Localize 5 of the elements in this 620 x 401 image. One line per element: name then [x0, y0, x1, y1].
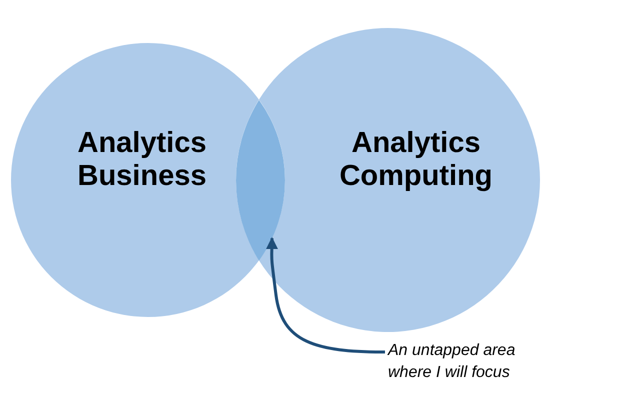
circle-label: Analytics Business — [76, 126, 208, 194]
annotation-text: An untapped area where I will focus — [388, 340, 553, 384]
leader-arrow — [266, 237, 386, 354]
circle-label: Analytics Computing — [338, 126, 494, 194]
overlap-region — [236, 100, 285, 260]
